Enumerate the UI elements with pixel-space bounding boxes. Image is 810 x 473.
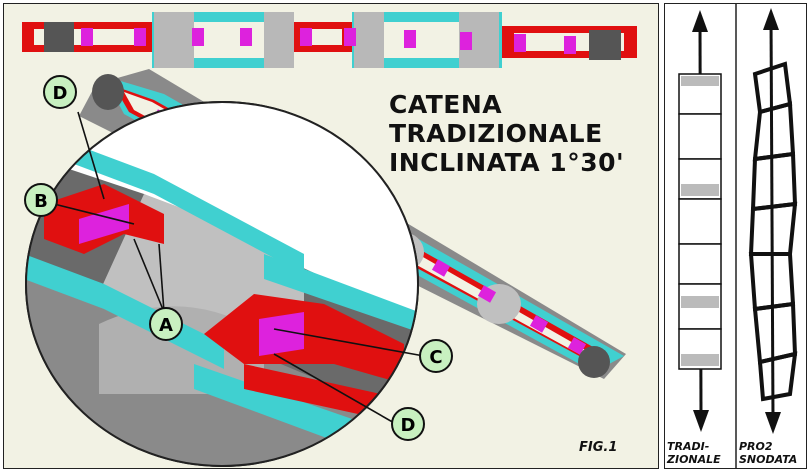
side-panel: TRADI- ZIONALE PRO2 SNODATA bbox=[664, 3, 807, 469]
callout-d-bottom: D bbox=[391, 407, 425, 441]
title-line-3: INCLINATA 1°30' bbox=[389, 148, 625, 177]
main-panel: CATENA TRADIZIONALE INCLINATA 1°30' D B … bbox=[3, 3, 659, 469]
top-straight-chain bbox=[22, 12, 637, 68]
articulated-caption: PRO2 SNODATA bbox=[739, 440, 797, 466]
chain-illustration bbox=[22, 12, 637, 467]
figure-label: FIG.1 bbox=[579, 440, 618, 455]
articulated-caption-line-2: SNODATA bbox=[739, 453, 798, 466]
callout-c-label: C bbox=[429, 347, 442, 368]
traditional-caption-line-1: TRADI- bbox=[667, 440, 710, 453]
callout-d-top-label: D bbox=[53, 83, 68, 104]
title-line-1: CATENA bbox=[389, 90, 503, 119]
articulated-chain-diagram bbox=[748, 8, 798, 434]
callout-a-label: A bbox=[159, 315, 173, 336]
callout-markers: D B A C D bbox=[24, 75, 453, 441]
callout-b-label: B bbox=[34, 191, 48, 212]
chain-title: CATENA TRADIZIONALE INCLINATA 1°30' bbox=[389, 90, 624, 177]
callout-c: C bbox=[419, 339, 453, 373]
callout-a: A bbox=[149, 307, 183, 341]
callout-b: B bbox=[24, 183, 58, 217]
callout-d-bottom-label: D bbox=[401, 415, 416, 436]
callout-d-top: D bbox=[43, 75, 77, 109]
side-chains bbox=[678, 4, 798, 468]
articulated-caption-line-1: PRO2 bbox=[739, 440, 773, 453]
callout-lines bbox=[53, 111, 425, 425]
title-line-2: TRADIZIONALE bbox=[389, 119, 603, 148]
traditional-caption-line-2: ZIONALE bbox=[667, 453, 721, 466]
traditional-caption: TRADI- ZIONALE bbox=[667, 440, 721, 466]
zoom-lens bbox=[25, 101, 419, 467]
traditional-chain-diagram bbox=[678, 10, 722, 432]
